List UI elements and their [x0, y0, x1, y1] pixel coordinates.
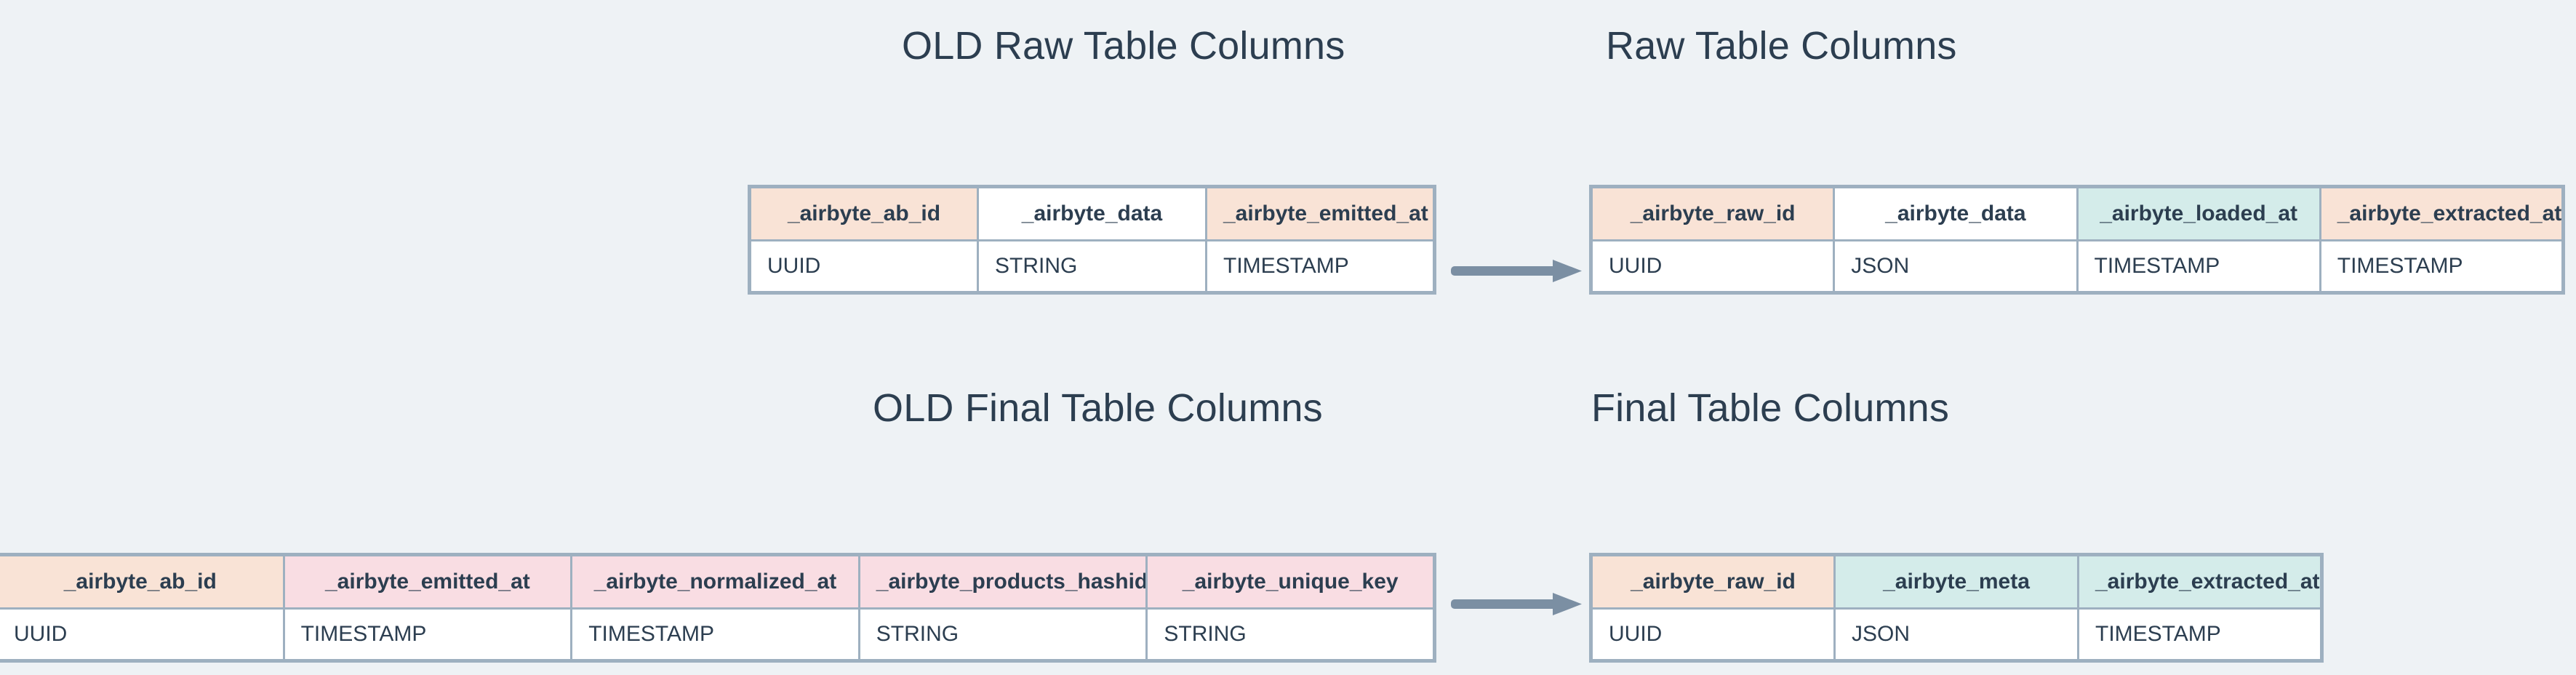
column-header-cell: _airbyte_loaded_at	[2076, 185, 2321, 241]
column-header-cell: _airbyte_data	[1833, 185, 2079, 241]
arrow-right-icon-raw	[1451, 256, 1582, 285]
column-header-cell: _airbyte_ab_id	[748, 185, 979, 241]
table-header-row: _airbyte_ab_id_airbyte_data_airbyte_emit…	[748, 185, 1436, 241]
column-type-cell: TIMESTAMP	[2077, 607, 2323, 662]
column-header-cell: _airbyte_extracted_at	[2077, 554, 2323, 610]
column-type-cell: UUID	[1589, 239, 1836, 294]
column-header-cell: _airbyte_emitted_at	[282, 554, 573, 610]
column-type-cell: STRING	[1145, 607, 1436, 662]
column-header-cell: _airbyte_products_hashid	[857, 554, 1148, 610]
column-header-cell: _airbyte_normalized_at	[570, 554, 860, 610]
new-final-table-title: Final Table Columns	[1591, 386, 1950, 430]
arrow-right-icon-final	[1451, 589, 1582, 618]
column-type-cell: STRING	[857, 607, 1148, 662]
old-final-table-title: OLD Final Table Columns	[873, 386, 1323, 430]
column-header-cell: _airbyte_data	[977, 185, 1207, 241]
column-type-cell: UUID	[748, 239, 979, 294]
column-header-cell: _airbyte_unique_key	[1145, 554, 1436, 610]
column-type-cell: TIMESTAMP	[1205, 239, 1436, 294]
column-type-cell: TIMESTAMP	[282, 607, 573, 662]
column-header-cell: _airbyte_ab_id	[0, 554, 285, 610]
column-type-cell: TIMESTAMP	[2076, 239, 2321, 294]
column-header-cell: _airbyte_raw_id	[1589, 185, 1836, 241]
new-raw-table-title: Raw Table Columns	[1606, 24, 1957, 68]
column-type-cell: JSON	[1833, 607, 2079, 662]
column-type-cell: JSON	[1833, 239, 2079, 294]
table-header-row: _airbyte_raw_id_airbyte_meta_airbyte_ext…	[1590, 554, 2323, 610]
column-header-cell: _airbyte_extracted_at	[2319, 185, 2565, 241]
new-final-table: _airbyte_raw_id_airbyte_meta_airbyte_ext…	[1589, 553, 2324, 663]
table-header-row: _airbyte_raw_id_airbyte_data_airbyte_loa…	[1589, 185, 2565, 241]
old-final-table: _airbyte_ab_id_airbyte_emitted_at_airbyt…	[0, 553, 1436, 663]
column-type-cell: UUID	[0, 607, 285, 662]
old-raw-table-title: OLD Raw Table Columns	[902, 24, 1345, 68]
table-header-row: _airbyte_ab_id_airbyte_emitted_at_airbyt…	[0, 554, 1436, 610]
new-raw-table: _airbyte_raw_id_airbyte_data_airbyte_loa…	[1589, 185, 2565, 295]
column-type-cell: STRING	[977, 239, 1207, 294]
column-type-cell: TIMESTAMP	[2319, 239, 2565, 294]
column-type-cell: UUID	[1590, 607, 1836, 662]
column-header-cell: _airbyte_emitted_at	[1205, 185, 1436, 241]
column-header-cell: _airbyte_raw_id	[1590, 554, 1836, 610]
column-header-cell: _airbyte_meta	[1833, 554, 2079, 610]
column-type-cell: TIMESTAMP	[570, 607, 860, 662]
old-raw-table: _airbyte_ab_id_airbyte_data_airbyte_emit…	[748, 185, 1436, 295]
